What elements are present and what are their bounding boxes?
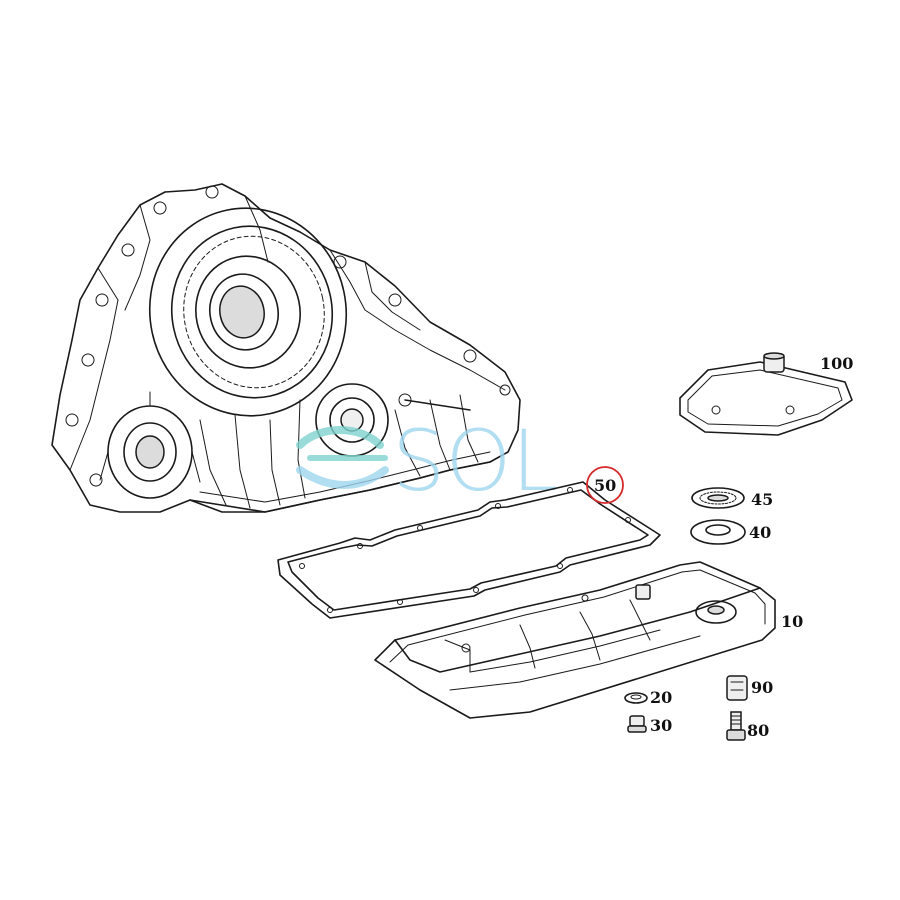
watermark-text: SOL — [392, 412, 558, 510]
callout-highlight-ring — [586, 466, 624, 504]
callout-50: 50 — [594, 476, 616, 495]
magnet-ring — [691, 487, 745, 509]
oil-pan — [374, 561, 776, 719]
callout-90: 90 — [751, 678, 773, 697]
callout-80: 80 — [747, 721, 769, 740]
oil-filter — [679, 352, 853, 436]
drain-plug — [627, 715, 647, 733]
callout-40: 40 — [749, 523, 771, 542]
seal-ring — [690, 519, 746, 545]
callout-45: 45 — [751, 490, 773, 509]
callout-20: 20 — [650, 688, 672, 707]
callout-30: 30 — [650, 716, 672, 735]
sealing-washer — [624, 692, 648, 704]
transmission-housing — [51, 183, 521, 513]
watermark-logo-icon — [296, 426, 389, 489]
callout-100: 100 — [820, 354, 853, 373]
clip-nut — [726, 675, 748, 701]
pan-bolt — [726, 711, 746, 741]
watermark: SOL — [296, 412, 558, 510]
callout-10: 10 — [781, 612, 803, 631]
oil-pan-gasket — [277, 481, 661, 619]
